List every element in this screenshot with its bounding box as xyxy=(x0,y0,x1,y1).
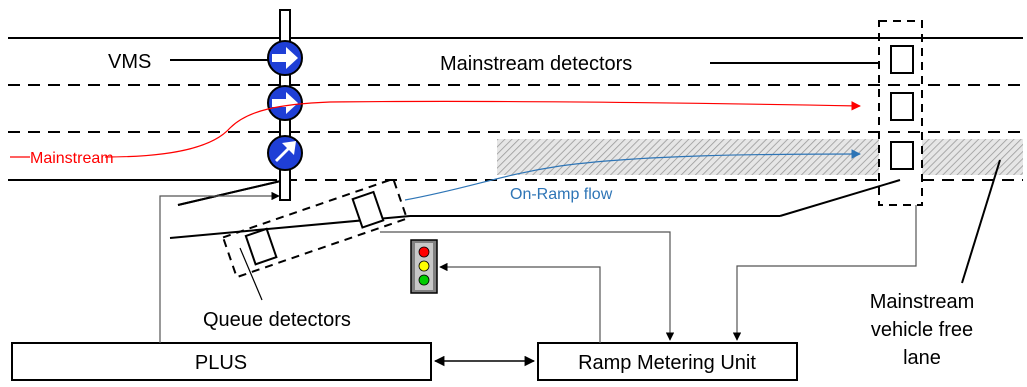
mainstream-flow-label: Mainstream xyxy=(30,150,114,167)
queue-detectors-label: Queue detectors xyxy=(203,309,351,331)
free-lane-label-2: vehicle free xyxy=(871,319,973,341)
arrow-right-icon xyxy=(272,92,298,114)
mainstream-detector-1 xyxy=(890,45,914,74)
mainstream-detectors-group xyxy=(878,20,923,206)
vms-sign-1 xyxy=(267,40,303,76)
free-lane-hatch-right xyxy=(922,139,1023,175)
free-lane-hatch-left xyxy=(497,139,879,175)
plus-box xyxy=(11,342,432,381)
queue-detectors-leader xyxy=(239,247,263,301)
arrow-up-right-icon xyxy=(275,141,296,162)
ramp-upper-edge xyxy=(177,179,286,206)
queue-detectors-to-rmu-connector xyxy=(380,231,675,341)
mainstream-detector-3 xyxy=(890,141,914,170)
queue-detector-2 xyxy=(351,190,385,229)
free-lane-label-3: lane xyxy=(903,347,941,369)
free-lane-leader xyxy=(961,159,1001,284)
queue-detector-1 xyxy=(244,227,278,266)
plus-to-vms-connector xyxy=(159,191,280,343)
mainstream-detector-2 xyxy=(890,92,914,121)
vms-sign-3 xyxy=(267,135,303,171)
mainstream-detectors-label: Mainstream detectors xyxy=(440,53,632,75)
onramp-flow-label: On-Ramp flow xyxy=(510,186,613,203)
rmu-to-signal-connector xyxy=(439,262,601,343)
vms-sign-2 xyxy=(267,85,303,121)
vms-label: VMS xyxy=(108,51,151,73)
queue-detectors-group xyxy=(221,177,409,279)
arrow-right-icon xyxy=(272,47,298,69)
mainstream-detectors-to-rmu-connector xyxy=(732,205,917,341)
mainstream-flow-arrow xyxy=(10,101,860,158)
onramp-flow-arrow xyxy=(404,149,861,201)
plus-label: PLUS xyxy=(195,352,247,374)
free-lane-label-1: Mainstream xyxy=(870,291,974,313)
traffic-light-icon xyxy=(410,239,438,294)
ramp-metering-unit-label: Ramp Metering Unit xyxy=(578,352,756,374)
ramp-metering-unit-box xyxy=(537,342,798,381)
ramp-merge-taper xyxy=(779,179,901,217)
